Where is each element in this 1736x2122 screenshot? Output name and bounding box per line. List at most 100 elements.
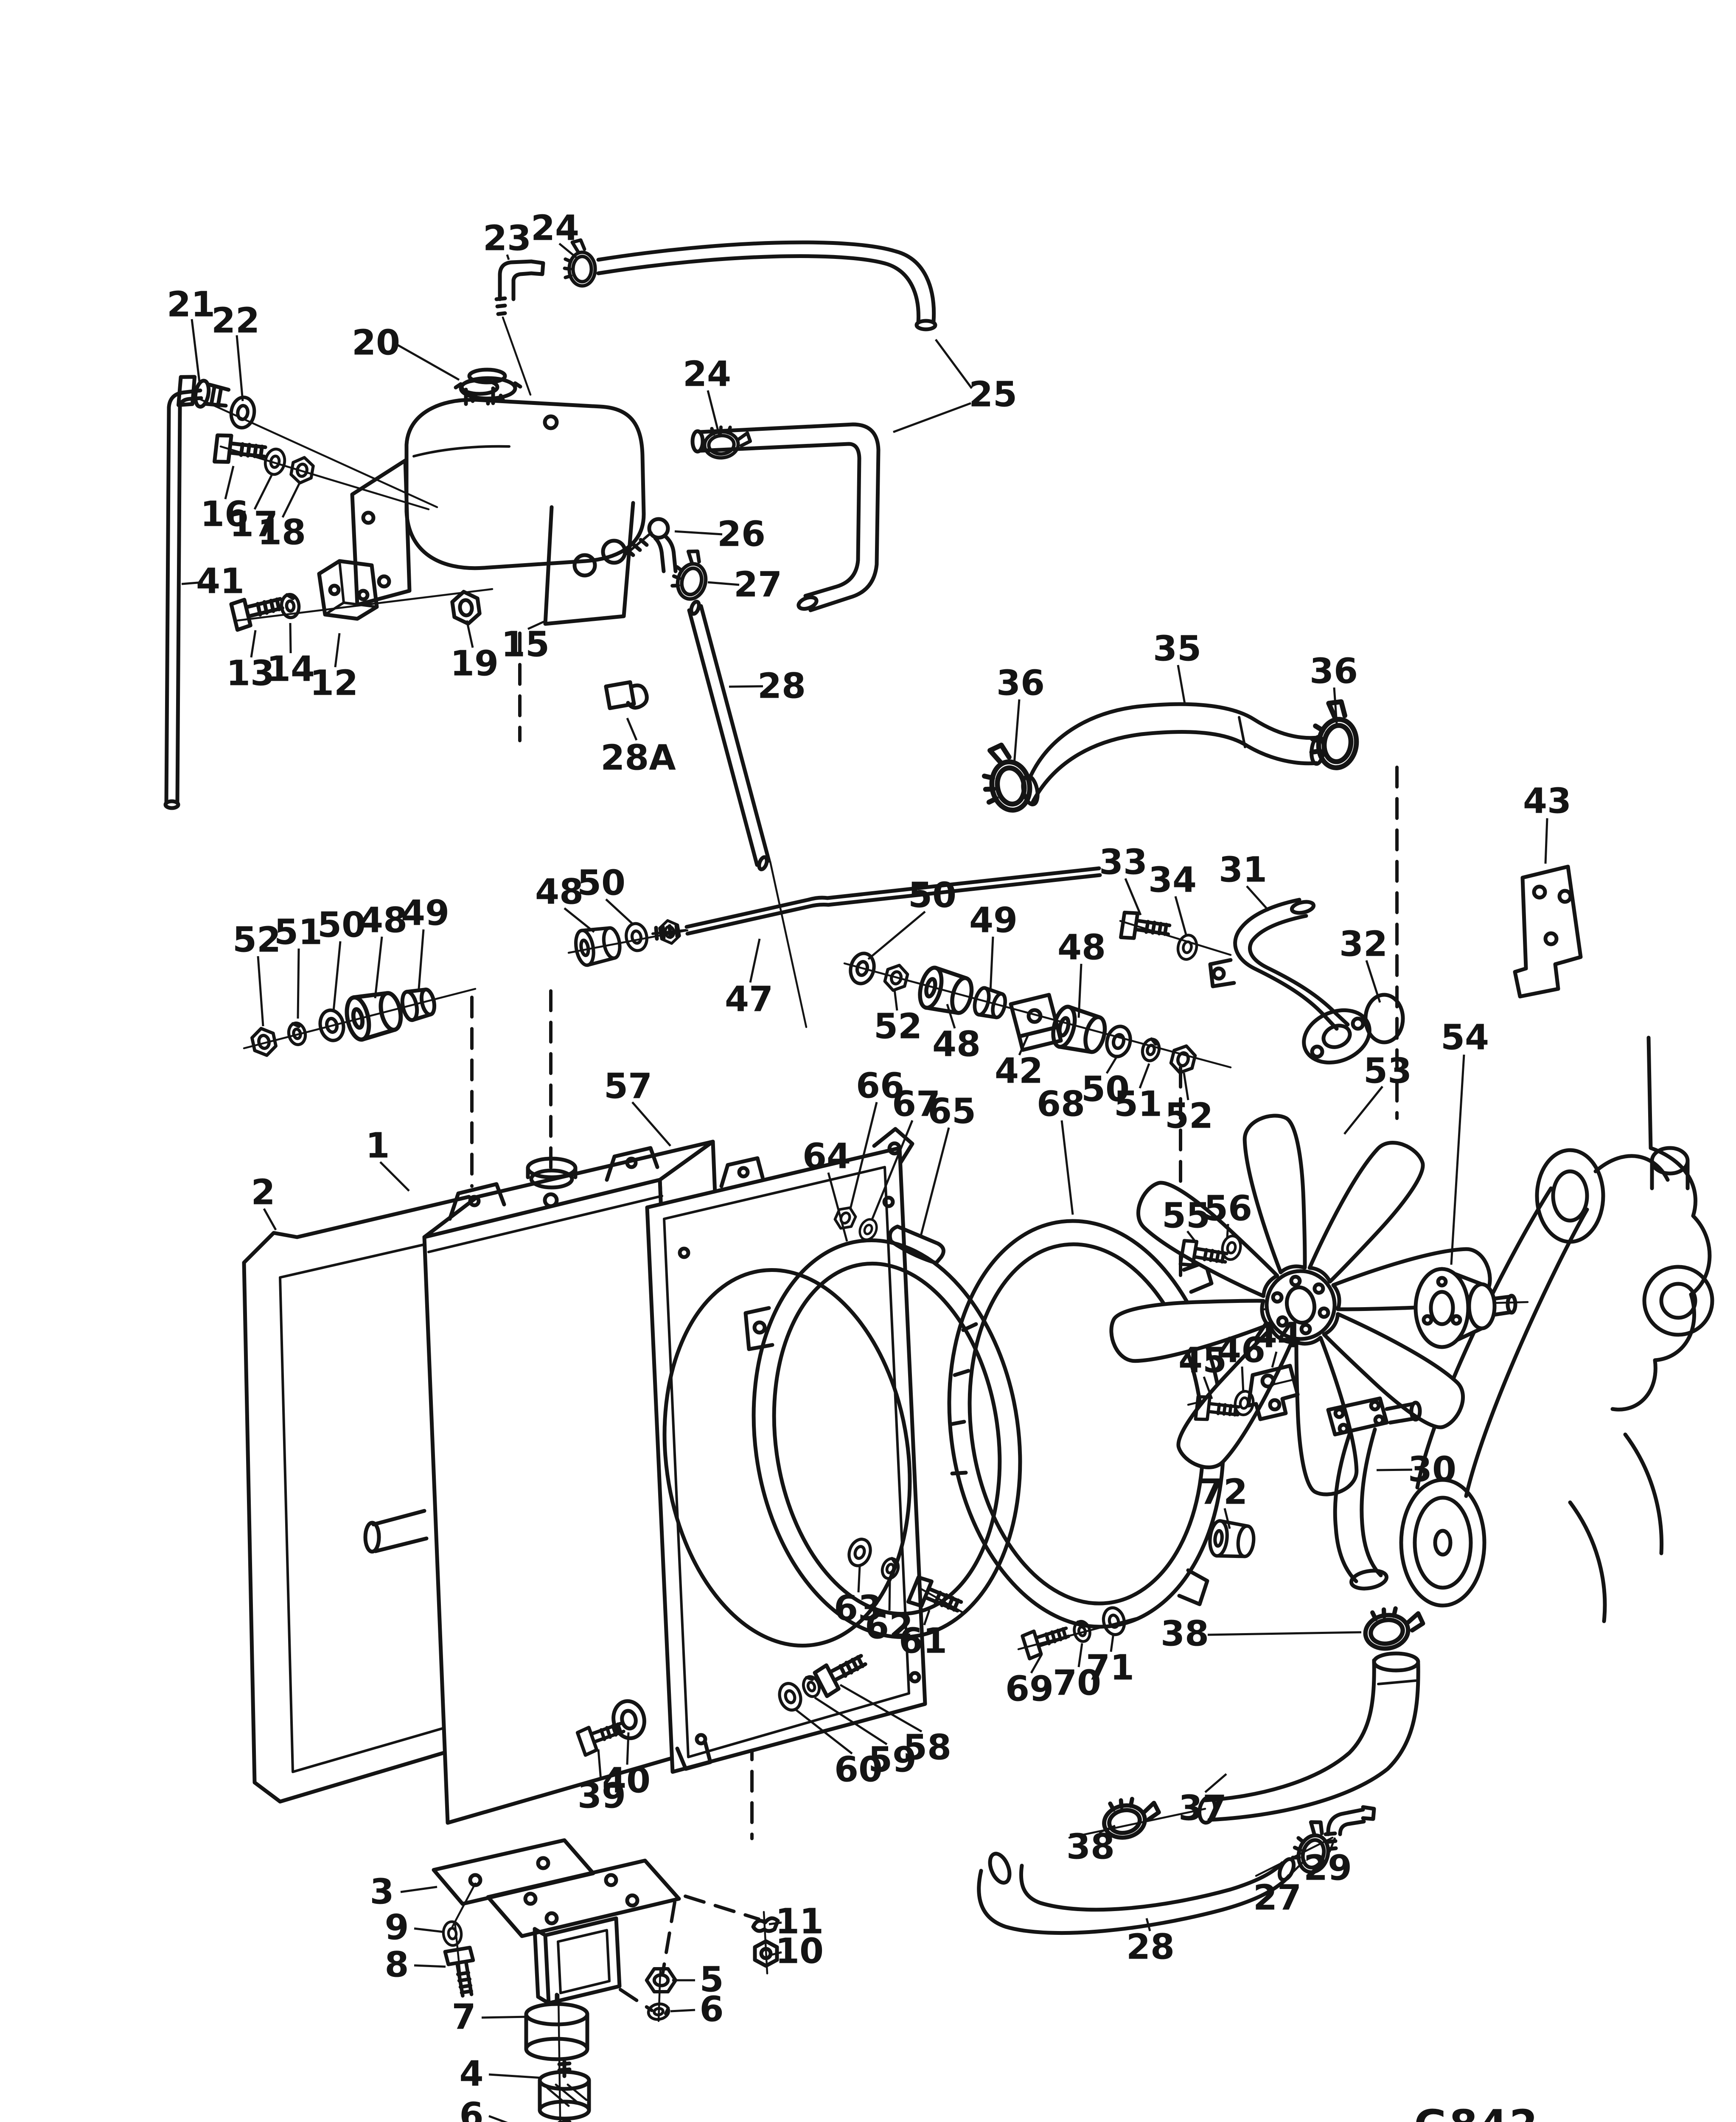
callout-leader-line [934, 339, 973, 389]
callout-leader-line [923, 1610, 931, 1625]
callout-leader-line [920, 1127, 950, 1236]
callout-leader-line [418, 929, 425, 989]
callout-leader-line [181, 581, 203, 585]
callout-label-44: 44 [1253, 1316, 1301, 1356]
callout-leader-line [989, 936, 994, 992]
callout-label-38: 38 [1066, 1827, 1115, 1867]
callout-label-5: 5 [699, 1960, 724, 2000]
callout-leader-line [253, 474, 273, 510]
callout-leader-line [1174, 896, 1188, 937]
bracket-43 [1513, 865, 1583, 999]
washer-34 [1176, 933, 1199, 961]
callout-label-60: 60 [834, 1750, 883, 1790]
callout-leader-line [1018, 1033, 1030, 1056]
callout-label-59: 59 [868, 1740, 917, 1780]
nut-52-left [250, 1026, 277, 1058]
callout-label-15: 15 [501, 625, 550, 665]
callout-leader-line [1013, 699, 1021, 764]
callout-label-61: 61 [899, 1621, 947, 1662]
callout-leader-line [400, 1886, 438, 1893]
callout-leader-line [1207, 1631, 1362, 1636]
callout-leader-line [729, 685, 763, 688]
callout-label-71: 71 [1086, 1648, 1134, 1688]
bracket-44 [1246, 1364, 1300, 1421]
callout-leader-line [289, 623, 292, 654]
callout-label-28A: 28A [600, 738, 676, 778]
callout-leader-line [605, 898, 634, 925]
callout-label-1: 1 [365, 1126, 390, 1166]
overflow-hose-25-upper [596, 240, 937, 331]
callout-leader-line [414, 1964, 446, 1968]
callout-label-48: 48 [932, 1025, 981, 1065]
callout-leader-line [297, 948, 300, 1019]
callout-label-28: 28 [757, 666, 806, 707]
nut-19 [451, 590, 481, 626]
callout-label-6: 6 [699, 1990, 724, 2030]
rubber-mount-7 [524, 1993, 589, 2061]
callout-label-23: 23 [483, 219, 531, 259]
bracket-12 [317, 559, 379, 621]
callout-leader-line [1186, 1230, 1198, 1245]
callout-leader-line [395, 342, 460, 381]
callout-leader-line [374, 936, 383, 999]
callout-label-52: 52 [874, 1007, 922, 1047]
callout-leader-line [631, 1101, 671, 1147]
callout-leader-line [674, 530, 723, 536]
callout-label-8: 8 [384, 1945, 409, 1985]
callout-label-43: 43 [1523, 781, 1571, 822]
callout-label-17: 17 [230, 505, 278, 545]
overflow-hose-41 [163, 388, 203, 810]
callout-leader-line [1282, 1859, 1306, 1883]
callout-leader-line [768, 1921, 782, 1926]
callout-label-55: 55 [1162, 1196, 1210, 1236]
callout-leader-line [1077, 1643, 1083, 1667]
callout-label-50: 50 [1081, 1069, 1130, 1110]
elbow-fitting-29 [1324, 1805, 1376, 1851]
callout-leader-line [707, 390, 721, 438]
callout-leader-line [379, 1161, 410, 1192]
lower-hose-37 [1198, 1651, 1420, 1825]
callout-label-2: 2 [251, 1173, 275, 1213]
pipe-clip-28A [604, 680, 649, 710]
callout-label-29: 29 [1304, 1848, 1352, 1889]
callout-leader-line [564, 907, 595, 933]
callout-leader-line [827, 1172, 848, 1242]
outlet-elbow-30 [1326, 1396, 1422, 1591]
callout-leader-line [893, 402, 971, 433]
callout-label-25: 25 [969, 375, 1017, 415]
callout-leader-line [1203, 1376, 1213, 1399]
callout-label-39: 39 [578, 1776, 626, 1816]
rubber-bushing-48-pipe [573, 924, 622, 966]
callout-label-52: 52 [233, 920, 281, 960]
callout-leader-line [466, 620, 474, 648]
callout-label-27: 27 [1253, 1878, 1301, 1918]
callout-label-53: 53 [1363, 1051, 1412, 1092]
callout-label-31: 31 [1219, 850, 1267, 890]
callout-leader-line [1177, 665, 1186, 704]
callout-label-46: 46 [1217, 1330, 1265, 1371]
callout-label-33: 33 [1099, 842, 1147, 883]
bracket-42 [1009, 993, 1063, 1052]
bypass-pipe-31 [1208, 898, 1371, 1065]
upper-hose-35 [1021, 702, 1326, 806]
bolt-16 [212, 433, 267, 472]
bolt-10 [753, 1939, 779, 1968]
rubber-mount-4 [538, 2060, 591, 2122]
callout-label-54: 54 [1441, 1018, 1489, 1058]
callout-leader-line [558, 243, 579, 260]
callout-label-35: 35 [1153, 629, 1201, 669]
callout-label-32: 32 [1339, 924, 1388, 965]
callout-label-21: 21 [167, 285, 215, 325]
callout-leader-line [1271, 1351, 1278, 1368]
callout-label-3: 3 [370, 1872, 394, 1912]
callout-label-51: 51 [274, 912, 323, 953]
vent-pipe-28-upper [687, 600, 771, 871]
callout-leader-line [332, 941, 342, 1011]
o-ring-32 [1363, 993, 1405, 1044]
callout-leader-line [1241, 1366, 1245, 1393]
mount-bracket-3 [432, 1838, 681, 2005]
callout-leader-line [488, 2115, 508, 2122]
callout-label-6: 6 [459, 2096, 483, 2122]
callout-label-48: 48 [1057, 928, 1106, 968]
